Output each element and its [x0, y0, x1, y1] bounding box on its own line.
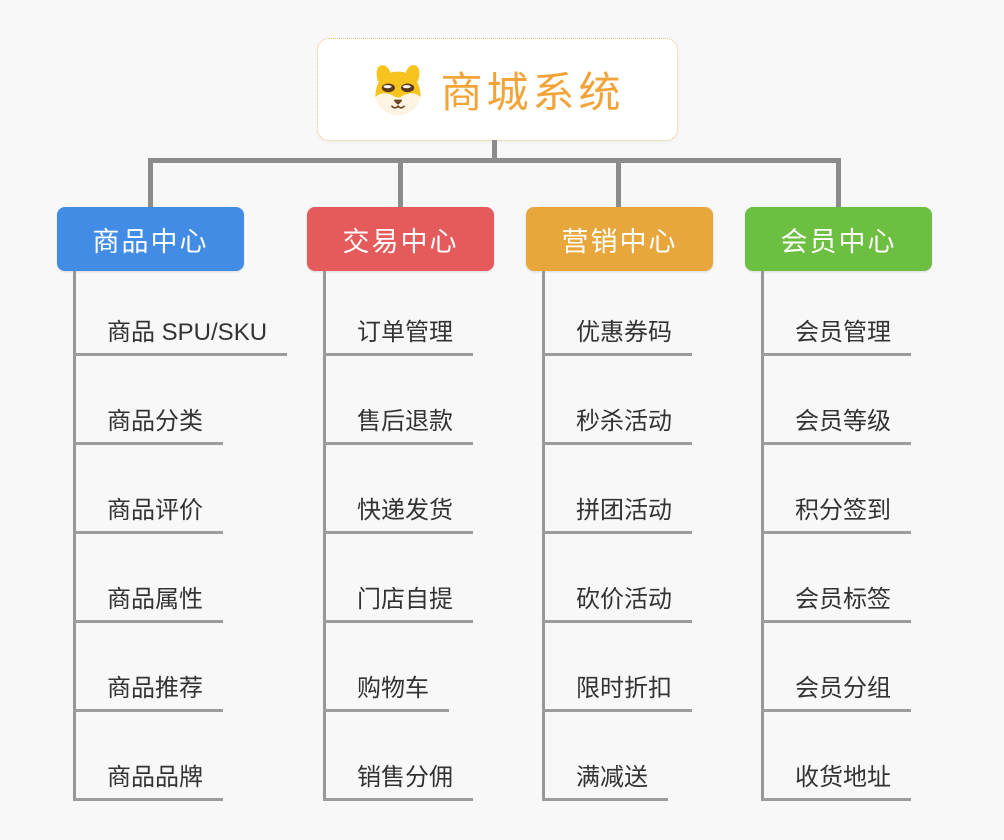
connector-trunk: [323, 271, 326, 801]
dog-face-icon: [370, 62, 426, 118]
leaf-node[interactable]: 售后退款: [323, 406, 473, 445]
leaf-node[interactable]: 购物车: [323, 673, 449, 712]
leaf-node[interactable]: 销售分佣: [323, 762, 473, 801]
leaf-node[interactable]: 满减送: [542, 762, 668, 801]
leaf-node[interactable]: 商品 SPU/SKU: [73, 317, 288, 356]
leaf-label: 商品 SPU/SKU: [107, 319, 268, 346]
leaf-label: 会员管理: [795, 319, 891, 346]
leaf-label: 限时折扣: [576, 675, 672, 702]
leaf-node[interactable]: 会员标签: [761, 584, 911, 623]
leaf-node[interactable]: 收货地址: [761, 762, 911, 801]
connector-root-stub: [492, 140, 497, 160]
leaf-node[interactable]: 会员管理: [761, 317, 911, 356]
leaf-label: 购物车: [357, 675, 429, 702]
leaf-label: 砍价活动: [576, 586, 672, 613]
leaf-label: 订单管理: [357, 319, 453, 346]
leaf-node[interactable]: 商品属性: [73, 584, 223, 623]
leaf-node[interactable]: 商品分类: [73, 406, 223, 445]
leaf-label: 商品评价: [107, 497, 203, 524]
connector-trunk: [761, 271, 764, 801]
leaf-node[interactable]: 商品评价: [73, 495, 223, 534]
leaf-node[interactable]: 拼团活动: [542, 495, 692, 534]
leaf-label: 商品分类: [107, 408, 203, 435]
leaf-label: 收货地址: [795, 764, 891, 791]
leaf-node[interactable]: 砍价活动: [542, 584, 692, 623]
leaf-label: 拼团活动: [576, 497, 672, 524]
leaf-node[interactable]: 订单管理: [323, 317, 473, 356]
leaf-node[interactable]: 快递发货: [323, 495, 473, 534]
leaf-node[interactable]: 积分签到: [761, 495, 911, 534]
leaf-node[interactable]: 商品推荐: [73, 673, 223, 712]
leaf-label: 商品品牌: [107, 764, 203, 791]
connector-bus: [148, 158, 841, 163]
leaf-node[interactable]: 秒杀活动: [542, 406, 692, 445]
connector-drop-2: [398, 160, 403, 207]
leaf-label: 会员标签: [795, 586, 891, 613]
branch-node-member-center[interactable]: 会员中心: [745, 207, 932, 271]
root-title: 商城系统: [440, 69, 625, 116]
leaf-label: 会员等级: [795, 408, 891, 435]
connector-trunk: [542, 271, 545, 801]
leaf-label: 满减送: [576, 764, 648, 791]
branch-node-marketing-center[interactable]: 营销中心: [526, 207, 713, 271]
leaf-label: 售后退款: [357, 408, 453, 435]
connector-drop-4: [836, 160, 841, 207]
leaf-label: 优惠券码: [576, 319, 672, 346]
leaf-label: 秒杀活动: [576, 408, 672, 435]
branch-node-trade-center[interactable]: 交易中心: [307, 207, 494, 271]
leaf-node[interactable]: 会员等级: [761, 406, 911, 445]
leaf-label: 快递发货: [357, 497, 453, 524]
leaf-node[interactable]: 限时折扣: [542, 673, 692, 712]
leaf-node[interactable]: 门店自提: [323, 584, 473, 623]
leaf-label: 销售分佣: [357, 764, 453, 791]
leaf-node[interactable]: 商品品牌: [73, 762, 223, 801]
branch-node-product-center[interactable]: 商品中心: [57, 207, 244, 271]
leaf-label: 会员分组: [795, 675, 891, 702]
root-node[interactable]: 商城系统: [317, 38, 678, 141]
leaf-label: 门店自提: [357, 586, 453, 613]
leaf-label: 积分签到: [795, 497, 891, 524]
connector-drop-3: [616, 160, 621, 207]
leaf-label: 商品属性: [107, 586, 203, 613]
connector-drop-1: [148, 160, 153, 207]
leaf-node[interactable]: 会员分组: [761, 673, 911, 712]
leaf-label: 商品推荐: [107, 675, 203, 702]
leaf-node[interactable]: 优惠券码: [542, 317, 692, 356]
connector-trunk: [73, 271, 76, 801]
